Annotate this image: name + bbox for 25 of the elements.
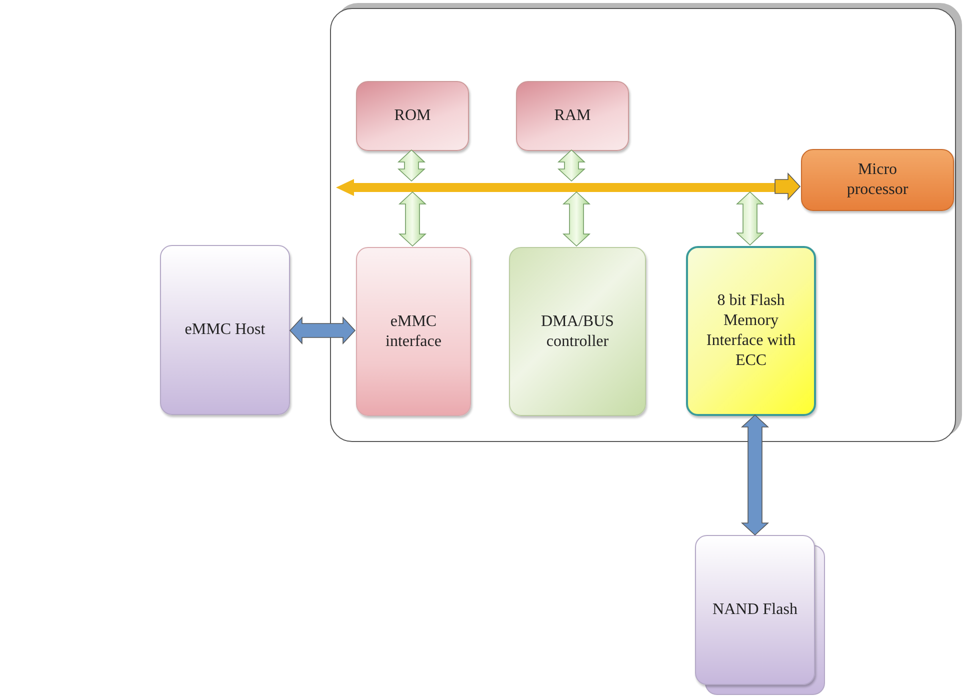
component-box bbox=[356, 247, 471, 416]
double-arrow bbox=[557, 149, 586, 182]
component-label: eMMC Host bbox=[184, 320, 266, 340]
component-box bbox=[801, 149, 954, 211]
double-arrow bbox=[736, 191, 764, 246]
component-box bbox=[695, 535, 815, 685]
component-label: Micro processor bbox=[846, 160, 910, 200]
component-box bbox=[686, 246, 816, 416]
double-arrow bbox=[774, 172, 801, 201]
system-bus bbox=[336, 182, 776, 193]
double-arrow bbox=[562, 191, 591, 247]
double-arrow bbox=[397, 149, 426, 182]
component-box bbox=[160, 245, 290, 415]
double-arrow bbox=[289, 316, 356, 345]
component-box bbox=[356, 81, 469, 151]
component-label: ROM bbox=[394, 106, 431, 126]
component-label: 8 bit Flash Memory Interface with ECC bbox=[705, 291, 797, 371]
component-box bbox=[509, 247, 646, 416]
double-arrow bbox=[398, 191, 427, 247]
double-arrow bbox=[740, 414, 770, 536]
component-label: RAM bbox=[554, 106, 591, 126]
component-label: NAND Flash bbox=[712, 600, 798, 620]
component-box bbox=[516, 81, 629, 151]
component-label: DMA/BUS controller bbox=[540, 312, 615, 352]
component-label: eMMC interface bbox=[384, 312, 442, 352]
